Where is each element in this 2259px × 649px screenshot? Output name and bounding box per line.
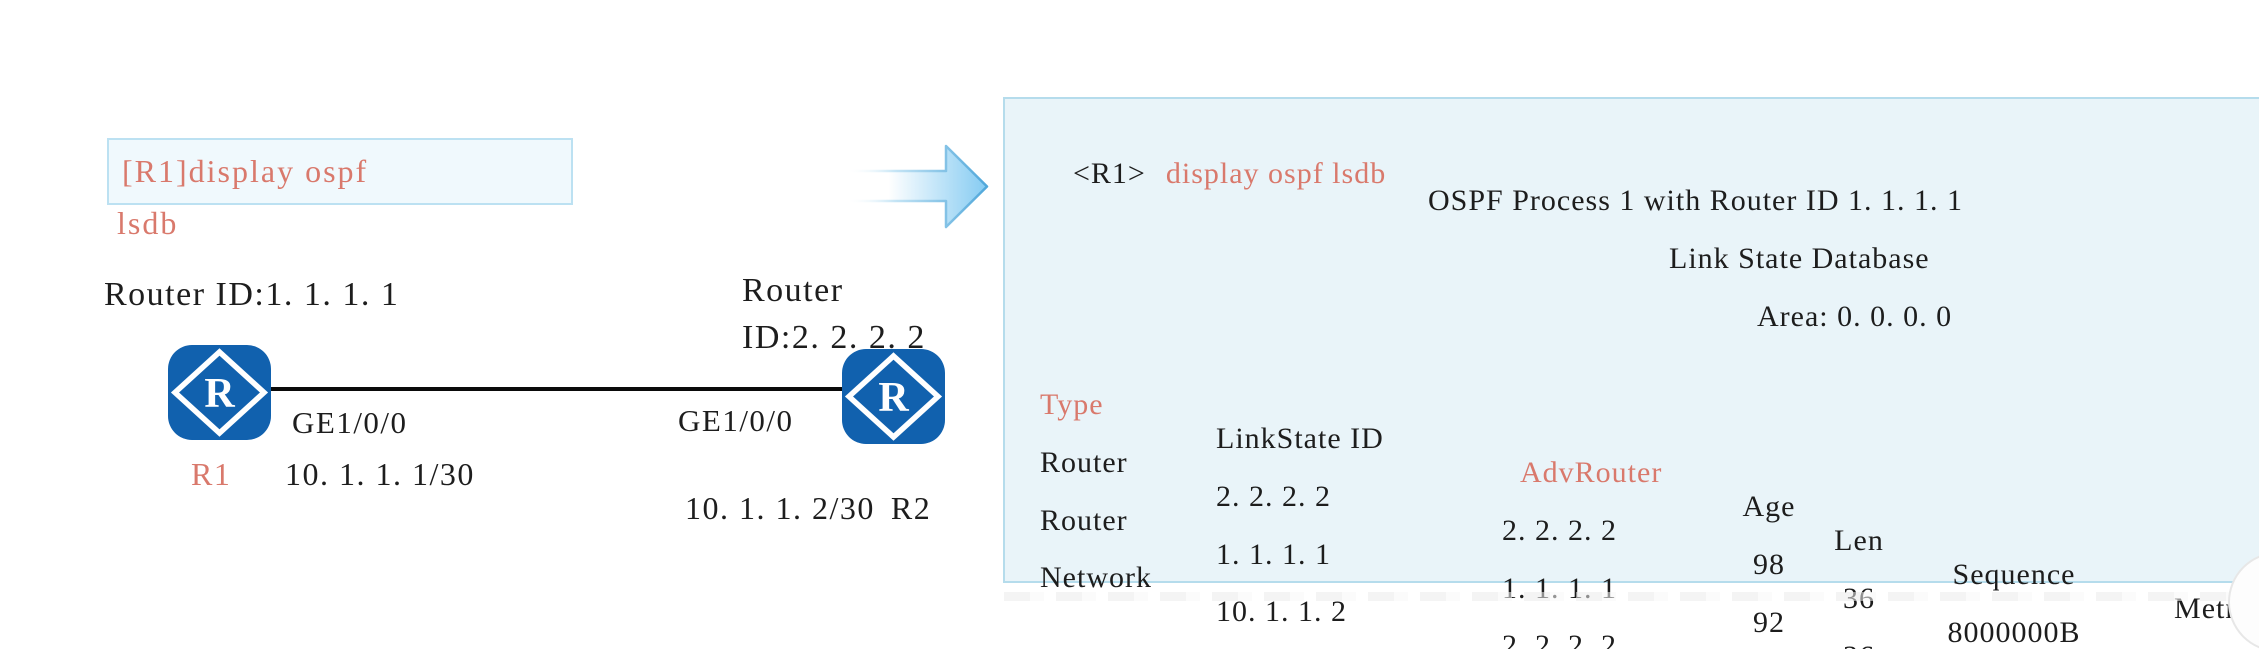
cell-sequence: 8000000B: [1947, 616, 2081, 649]
cell-len: 36: [1820, 640, 1898, 649]
terminal-output-panel: <R1> display ospf lsdb OSPF Process 1 wit…: [1003, 97, 2259, 649]
terminal-command: display ospf lsdb: [1165, 157, 1387, 190]
router2-id-line2: ID:2. 2. 2. 2: [742, 318, 926, 356]
area-line: Area: 0. 0. 0. 0: [1757, 300, 1953, 333]
cell-linkstate-id: 1. 1. 1. 1: [1216, 538, 1331, 571]
cell-linkstate-id: 2. 2. 2. 2: [1216, 480, 1331, 513]
router-icon-letter: R: [204, 371, 235, 417]
link-line: [258, 387, 850, 391]
router2-ip-name-labels: 10. 1. 1. 2/30 R2: [647, 453, 931, 564]
command-annotation-box: [R1]display ospf: [107, 138, 573, 205]
router-icon: R: [842, 349, 945, 444]
cell-linkstate-id: 10. 1. 1. 2: [1216, 595, 1347, 628]
router1-interface-label: GE1/0/0: [292, 405, 408, 440]
router2-id-label: Router ID:2. 2. 2. 2: [742, 268, 926, 362]
header-type: Type: [1040, 388, 1104, 421]
cell-type: Router: [1040, 446, 1128, 479]
header-len: Len: [1834, 524, 1884, 557]
router2-name-label: R2: [890, 490, 932, 526]
cell-advrouter: 2. 2. 2. 2: [1502, 629, 1617, 649]
cell-advrouter: 2. 2. 2. 2: [1502, 514, 1617, 547]
command-text-line1: [R1]display ospf: [122, 153, 369, 189]
terminal-prompt: <R1>: [1073, 157, 1146, 190]
router1-ip-label: 10. 1. 1. 1/30: [285, 456, 475, 492]
watermark-stripes: [1004, 592, 2259, 601]
header-advrouter: AdvRouter: [1520, 456, 1663, 489]
table-row: Router 2. 2. 2. 2 2. 2. 2. 2 98 36 80000…: [1005, 412, 2259, 649]
terminal-prompt-line: <R1> display ospf lsdb: [1022, 123, 1386, 225]
link-state-database-title: Link State Database: [1669, 242, 1930, 275]
router1-id-label: Router ID:1. 1. 1. 1: [104, 276, 400, 313]
router-diamond-icon: R: [170, 348, 269, 437]
ospf-process-line: OSPF Process 1 with Router ID 1. 1. 1. 1: [1428, 184, 1964, 217]
router2-id-line1: Router: [742, 272, 844, 309]
header-age: Age: [1742, 490, 1796, 523]
router-diamond-icon: R: [844, 352, 943, 441]
cell-type: Router: [1040, 504, 1128, 537]
cell-age: 98: [1753, 548, 1785, 581]
router-icon-letter: R: [878, 375, 909, 421]
lsdb-table-header-row: Type LinkState ID AdvRouter Age Len Sequ…: [1005, 354, 2259, 625]
router1-name-label: R1: [191, 456, 232, 492]
flow-arrow-icon: [845, 144, 989, 229]
table-row: Router 1. 1. 1. 1 1. 1. 1. 1 92 36 80000…: [1005, 470, 2259, 649]
router2-ip-label: 10. 1. 1. 2/30: [685, 490, 875, 526]
cell-type: Network: [1040, 561, 1152, 594]
command-text-line2: lsdb: [117, 205, 179, 241]
table-row: Network 10. 1. 1. 2 2. 2. 2. 2 98 32 800…: [1005, 527, 2259, 649]
router-icon: R: [168, 345, 271, 440]
router2-interface-label: GE1/0/0: [678, 403, 794, 438]
header-sequence: Sequence: [1952, 558, 2076, 591]
header-linkstate-id: LinkState ID: [1216, 422, 1384, 455]
cell-age: 92: [1753, 606, 1785, 639]
